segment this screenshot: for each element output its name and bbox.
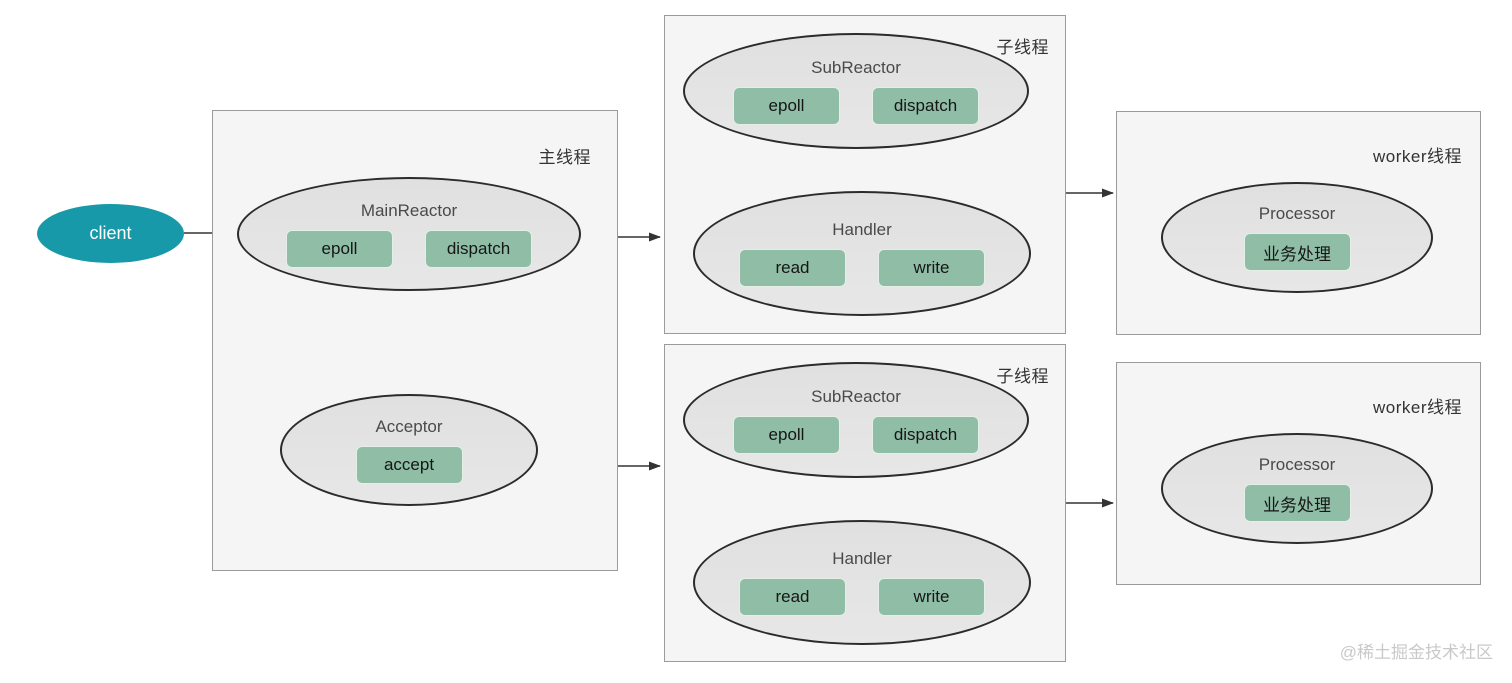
read-op: read [739,578,846,616]
main-reactor-node: MainReactor epoll dispatch [237,177,581,291]
handler-1-ops: read write [739,249,985,287]
dispatch-op: dispatch [872,86,979,125]
client-node: client [37,204,184,263]
epoll-op: epoll [733,415,840,454]
dispatch-op: dispatch [425,229,532,268]
sub-thread-box-1: 子线程 SubReactor epoll dispatch Handler re… [664,15,1066,334]
acceptor-title: Acceptor [375,416,443,436]
sub-reactor-2-ops: epoll dispatch [733,415,979,454]
client-label: client [89,223,132,243]
processor-2-ops: 业务处理 [1243,484,1351,522]
acceptor-node: Acceptor accept [280,394,538,506]
main-reactor-title: MainReactor [360,200,458,220]
worker-thread-1-label: worker线程 [1372,147,1462,166]
main-thread-label: 主线程 [538,148,591,167]
worker-thread-box-1: worker线程 Processor 业务处理 [1116,111,1481,335]
business-process-op: 业务处理 [1243,484,1351,522]
sub-reactor-node-1: SubReactor epoll dispatch [683,33,1029,149]
acceptor-ops: accept [355,445,463,484]
sub-reactor-1-ops: epoll dispatch [733,86,979,125]
accept-op: accept [355,445,463,484]
sub-thread-box-2: 子线程 SubReactor epoll dispatch Handler re… [664,344,1066,662]
sub-reactor-2-title: SubReactor [811,386,901,406]
processor-2-title: Processor [1258,455,1336,474]
main-thread-box: 主线程 MainReactor epoll dispatch Acceptor … [212,110,618,571]
write-op: write [878,578,985,616]
sub-thread-2-label: 子线程 [996,367,1049,386]
sub-thread-1-label: 子线程 [996,38,1049,57]
processor-1-title: Processor [1258,204,1336,223]
handler-2-ops: read write [739,578,985,616]
epoll-op: epoll [286,229,393,268]
handler-1-title: Handler [832,220,892,239]
handler-node-2: Handler read write [693,520,1031,645]
epoll-op: epoll [733,86,840,125]
business-process-op: 业务处理 [1243,233,1351,271]
handler-2-title: Handler [832,549,892,568]
watermark: @稀土掘金技术社区 [1339,643,1493,662]
dispatch-op: dispatch [872,415,979,454]
worker-thread-2-label: worker线程 [1372,398,1462,417]
read-op: read [739,249,846,287]
handler-node-1: Handler read write [693,191,1031,316]
processor-1-ops: 业务处理 [1243,233,1351,271]
write-op: write [878,249,985,287]
sub-reactor-1-title: SubReactor [811,57,901,77]
processor-node-2: Processor 业务处理 [1161,433,1433,544]
main-reactor-ops: epoll dispatch [286,229,532,268]
worker-thread-box-2: worker线程 Processor 业务处理 [1116,362,1481,585]
processor-node-1: Processor 业务处理 [1161,182,1433,293]
sub-reactor-node-2: SubReactor epoll dispatch [683,362,1029,478]
